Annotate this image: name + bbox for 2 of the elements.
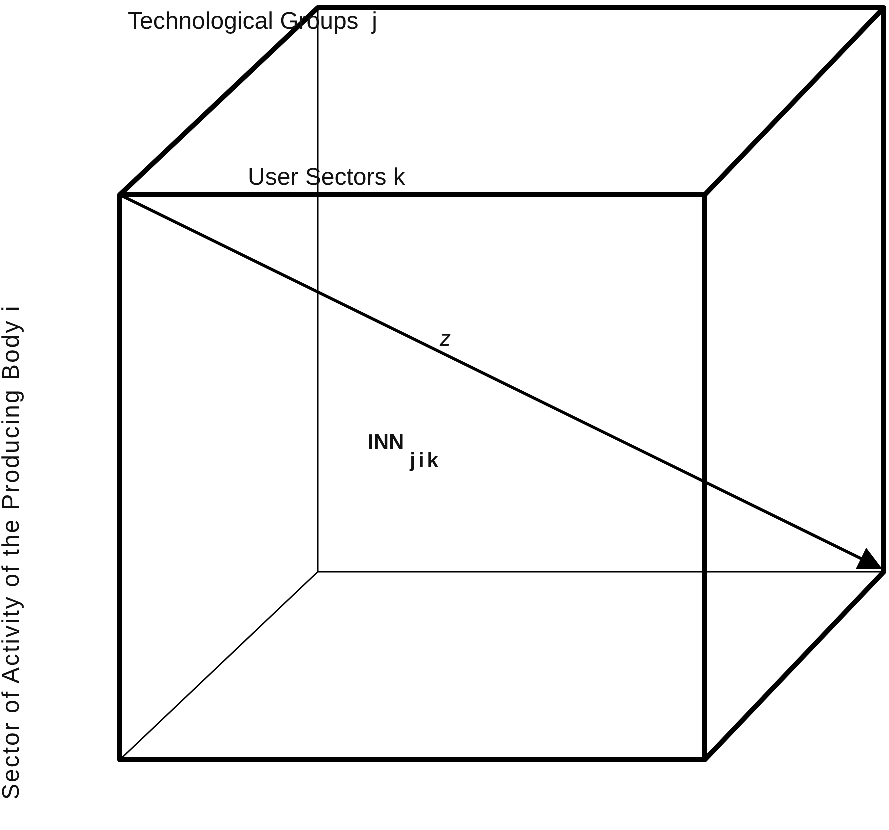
axis-label: Sector of Activity of the Producing Body i [0,304,24,800]
vector-label: z [440,328,451,350]
